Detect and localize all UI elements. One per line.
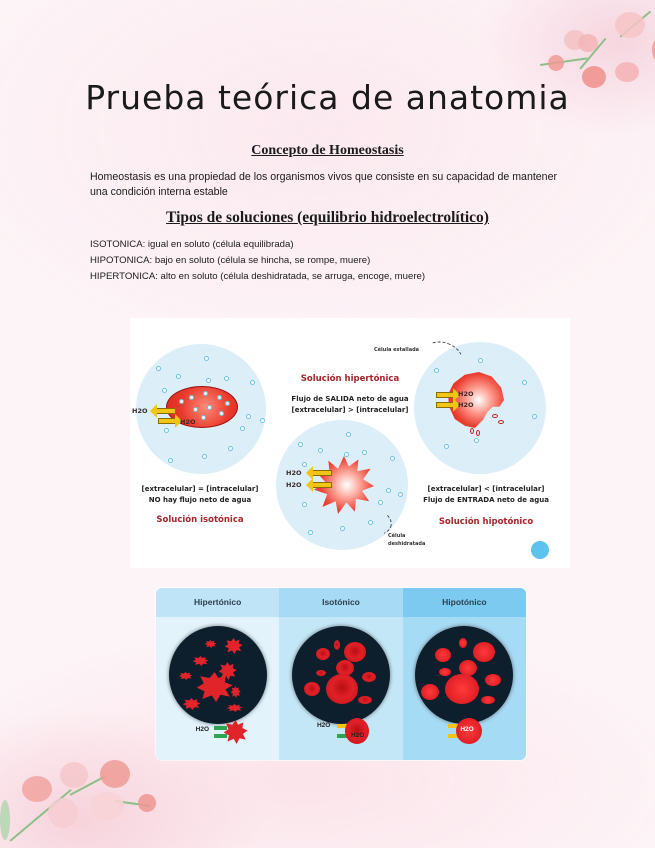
source-logo-badge bbox=[531, 541, 549, 559]
water-in-arrow bbox=[436, 398, 460, 412]
tonicity-comparison-diagram: Hipertónico H2O Isotónico bbox=[156, 588, 526, 760]
h2o-label: H2O bbox=[286, 481, 302, 489]
list-item-hypertonic: HIPERTONICA: alto en soluto (célula desh… bbox=[90, 271, 426, 282]
h2o-label: H2O bbox=[458, 390, 474, 398]
h2o-label: H2O bbox=[458, 401, 474, 409]
water-out-arrow bbox=[306, 466, 332, 480]
solutions-cell-diagram: H2O H2O [extracelular] = [intracelular] … bbox=[130, 318, 570, 568]
h2o-label: H2O bbox=[286, 469, 302, 477]
homeostasis-definition: Homeostasis es una propiedad de los orga… bbox=[90, 171, 557, 198]
water-out-arrow bbox=[306, 478, 332, 492]
page-title: Prueba teórica de anatomia bbox=[85, 78, 570, 117]
hypotonic-label: Solución hipotónico bbox=[438, 517, 534, 527]
isotonic-solution-circle: H2O H2O bbox=[132, 344, 266, 474]
column-hypotonic: Hipotónico H2O bbox=[402, 588, 526, 760]
hypertonic-condition: Flujo de SALIDA neto de agua [extracelul… bbox=[291, 395, 409, 414]
water-out-arrow bbox=[150, 404, 176, 418]
heading-solution-types: Tipos de soluciones (equilibrio hidroele… bbox=[166, 209, 489, 226]
burst-cell-note: Célula estallada bbox=[374, 347, 420, 353]
water-in-arrow bbox=[158, 414, 182, 428]
column-isotonic: Isotónico H2O H2O bbox=[279, 588, 403, 760]
list-item-isotonic: ISOTONICA: igual en soluto (célula equil… bbox=[90, 239, 294, 250]
hypertonic-solution-circle: H2O H2O bbox=[276, 420, 408, 550]
h2o-label: H2O bbox=[132, 407, 148, 415]
isotonic-condition: [extracelular] = [intracelular] NO hay f… bbox=[141, 485, 259, 504]
hypertonic-label: Solución hipertónica bbox=[300, 374, 400, 384]
column-header: Hipertónico bbox=[156, 588, 280, 617]
hypotonic-solution-circle: H2O H2O bbox=[414, 342, 546, 474]
flower-decoration-top-right bbox=[520, 0, 655, 100]
isotonic-label: Solución isotónica bbox=[156, 515, 244, 525]
dehydrated-cell-note: Célula deshidratada bbox=[388, 533, 426, 547]
water-in-arrow bbox=[436, 388, 460, 402]
column-header: Isotónico bbox=[279, 588, 403, 617]
microscope-view bbox=[291, 626, 390, 724]
column-header: Hipotónico bbox=[402, 588, 526, 617]
flower-decoration-bottom-left bbox=[0, 760, 170, 848]
column-hypertonic: Hipertónico H2O bbox=[156, 588, 280, 760]
solution-types-list: ISOTONICA: igual en soluto (célula equil… bbox=[90, 237, 570, 285]
h2o-label: H2O bbox=[180, 418, 196, 426]
microscope-view bbox=[415, 626, 514, 724]
hypotonic-condition: [extracelular] < [intracelular] Flujo de… bbox=[423, 485, 549, 504]
list-item-hypotonic: HIPOTONICA: bajo en soluto (célula se hi… bbox=[90, 255, 371, 266]
heading-homeostasis-concept: Concepto de Homeostasis bbox=[251, 143, 404, 158]
microscope-view bbox=[168, 626, 267, 724]
